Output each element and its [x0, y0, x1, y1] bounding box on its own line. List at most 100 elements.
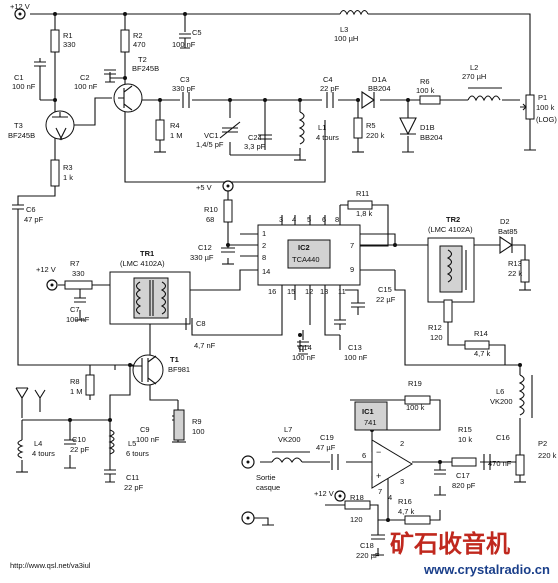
supply-5v-terminal: +5 V [196, 180, 234, 192]
svg-text:15: 15 [287, 287, 295, 296]
svg-text:6: 6 [362, 451, 366, 460]
svg-text:VC1: VC1 [204, 131, 219, 140]
svg-text:47 pF: 47 pF [24, 215, 44, 224]
svg-text:L5: L5 [128, 439, 136, 448]
svg-text:270 µH: 270 µH [462, 72, 486, 81]
svg-text:9: 9 [350, 265, 354, 274]
svg-text:L4: L4 [34, 439, 42, 448]
svg-text:L6: L6 [496, 387, 504, 396]
svg-text:220 µF: 220 µF [356, 551, 380, 560]
svg-text:6 tours: 6 tours [126, 449, 149, 458]
svg-text:120: 120 [350, 515, 363, 524]
svg-text:22 pF: 22 pF [320, 84, 340, 93]
svg-text:100 k: 100 k [406, 403, 425, 412]
svg-text:100 nF: 100 nF [172, 40, 196, 49]
svg-text:100 k: 100 k [416, 86, 435, 95]
svg-text:R16: R16 [398, 497, 412, 506]
svg-text:3,3 pF: 3,3 pF [244, 142, 266, 151]
svg-text:7: 7 [378, 487, 382, 496]
svg-text:C18: C18 [360, 541, 374, 550]
resistor-r8: R81 M [70, 374, 95, 396]
svg-text:R3: R3 [63, 163, 73, 172]
svg-text:BF245B: BF245B [8, 131, 35, 140]
svg-text:220 k: 220 k [366, 131, 385, 140]
svg-text:P2: P2 [538, 439, 547, 448]
svg-text:12: 12 [305, 287, 313, 296]
svg-text:820 pF: 820 pF [452, 481, 476, 490]
svg-text:C15: C15 [378, 285, 392, 294]
svg-text:R15: R15 [458, 425, 472, 434]
supply-bottom-terminal: +12 V [314, 489, 346, 502]
svg-text:1,4/5 pF: 1,4/5 pF [196, 140, 224, 149]
capacitor-c8: C8 4,7 nF [185, 318, 216, 350]
brand-url: www.crystalradio.cn [423, 562, 550, 577]
svg-text:C8: C8 [196, 319, 206, 328]
svg-text:C1: C1 [14, 73, 24, 82]
svg-text:TR2: TR2 [446, 215, 460, 224]
svg-text:C2: C2 [80, 73, 90, 82]
svg-text:68: 68 [206, 215, 214, 224]
inductor-l1: L14 tours [294, 111, 339, 161]
svg-text:R8: R8 [70, 377, 80, 386]
svg-text:+12 V: +12 V [314, 489, 334, 498]
svg-text:4: 4 [292, 215, 296, 224]
svg-text:100 nF: 100 nF [344, 353, 368, 362]
svg-text:741: 741 [364, 418, 377, 427]
svg-text:T3: T3 [14, 121, 23, 130]
svg-text:3: 3 [279, 215, 283, 224]
svg-text:C11: C11 [126, 473, 139, 482]
svg-text:L7: L7 [284, 425, 292, 434]
svg-text:Bat85: Bat85 [498, 227, 518, 236]
svg-text:330 µF: 330 µF [190, 253, 214, 262]
svg-text:100 nF: 100 nF [12, 82, 36, 91]
inductor-l5: L56 tours [108, 429, 149, 458]
svg-text:14: 14 [262, 267, 270, 276]
svg-text:5: 5 [307, 215, 311, 224]
svg-text:8: 8 [335, 215, 339, 224]
svg-text:TCA440: TCA440 [292, 255, 320, 264]
svg-text:R12: R12 [428, 323, 442, 332]
svg-text:BB204: BB204 [368, 84, 391, 93]
svg-text:2: 2 [400, 439, 404, 448]
svg-text:2: 2 [262, 241, 266, 250]
svg-text:C24: C24 [248, 133, 262, 142]
svg-text:470 nF: 470 nF [488, 459, 512, 468]
svg-text:C7: C7 [70, 305, 80, 314]
svg-text:C17: C17 [456, 471, 470, 480]
svg-text:4 tours: 4 tours [32, 449, 55, 458]
svg-text:4,7 nF: 4,7 nF [194, 341, 216, 350]
svg-text:100: 100 [192, 427, 205, 436]
svg-text:R9: R9 [192, 417, 202, 426]
brand-logo-text: 矿石收音机 [390, 530, 510, 558]
svg-text:C4: C4 [323, 75, 333, 84]
svg-text:VK200: VK200 [278, 435, 301, 444]
svg-text:330: 330 [63, 40, 76, 49]
ic1-741-label: IC1 741 [354, 401, 388, 431]
svg-text:C3: C3 [180, 75, 190, 84]
svg-text:1 k: 1 k [63, 173, 73, 182]
antenna-icon [15, 387, 46, 418]
resistor-r4: R41 M [154, 119, 183, 153]
svg-text:3: 3 [400, 477, 404, 486]
